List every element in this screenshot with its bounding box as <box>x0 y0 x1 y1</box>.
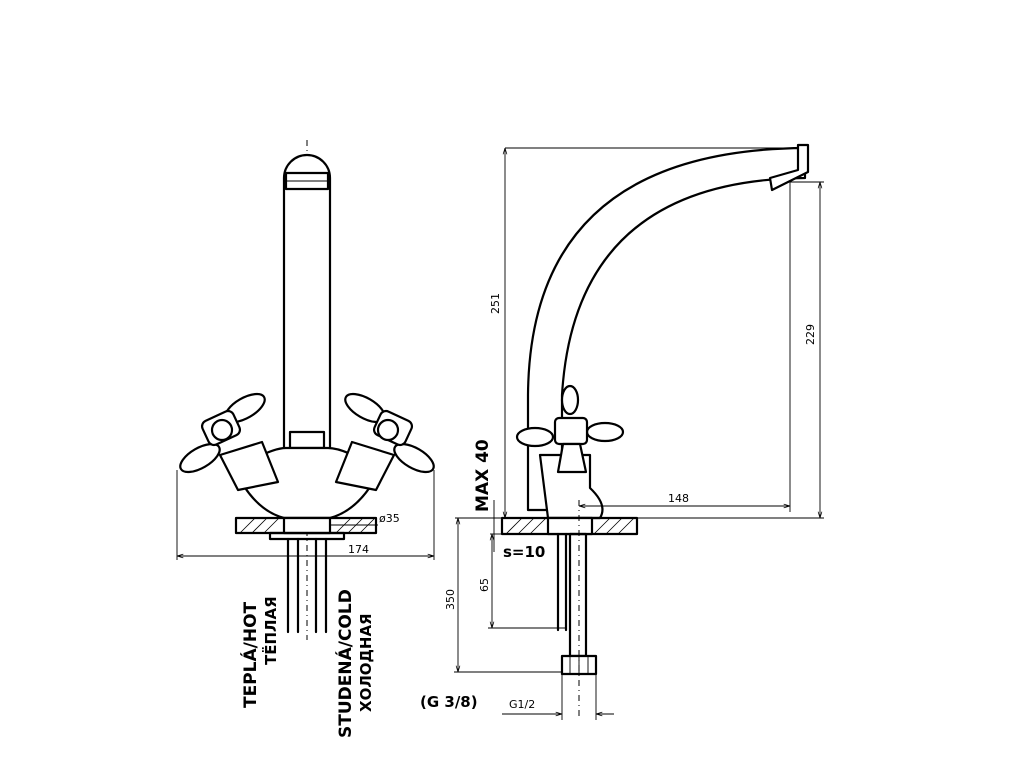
dim-inlet-thread: G1/2 <box>509 698 535 711</box>
label-hot: TEPLÁ/HOT <box>239 601 261 708</box>
cold-valve <box>334 392 435 492</box>
front-view: ø35 174 TEPLÁ/HOT ТЁПЛАЯ STUDENÁ/COLD ХО… <box>176 140 435 738</box>
label-wrench: s=10 <box>503 543 545 561</box>
dim-total-height: 251 <box>489 293 502 314</box>
dim-base-width: 174 <box>348 543 369 556</box>
dim-diameter: ø35 <box>379 512 400 525</box>
label-hot-ru: ТЁПЛАЯ <box>261 596 280 665</box>
label-connection: (G 3/8) <box>420 693 478 711</box>
side-stud <box>556 532 598 676</box>
hot-valve <box>179 392 280 492</box>
dim-spout-height: 229 <box>804 324 817 345</box>
label-cold: STUDENÁ/COLD <box>334 589 356 738</box>
front-spout <box>282 153 332 457</box>
side-cross-handle <box>515 384 625 474</box>
side-spout <box>526 143 810 512</box>
dim-thread-length: 65 <box>478 578 491 592</box>
front-base-plate <box>234 516 378 541</box>
label-cold-ru: ХОЛОДНАЯ <box>357 613 375 712</box>
dim-spout-reach: 148 <box>668 492 689 505</box>
side-base-plate <box>500 516 639 536</box>
dim-hose-length: 350 <box>444 589 457 610</box>
dim-max-thickness: MAX 40 <box>473 439 493 512</box>
side-view: 251 229 148 MAX 40 s=10 65 350 (G 3/8) G <box>420 143 824 720</box>
